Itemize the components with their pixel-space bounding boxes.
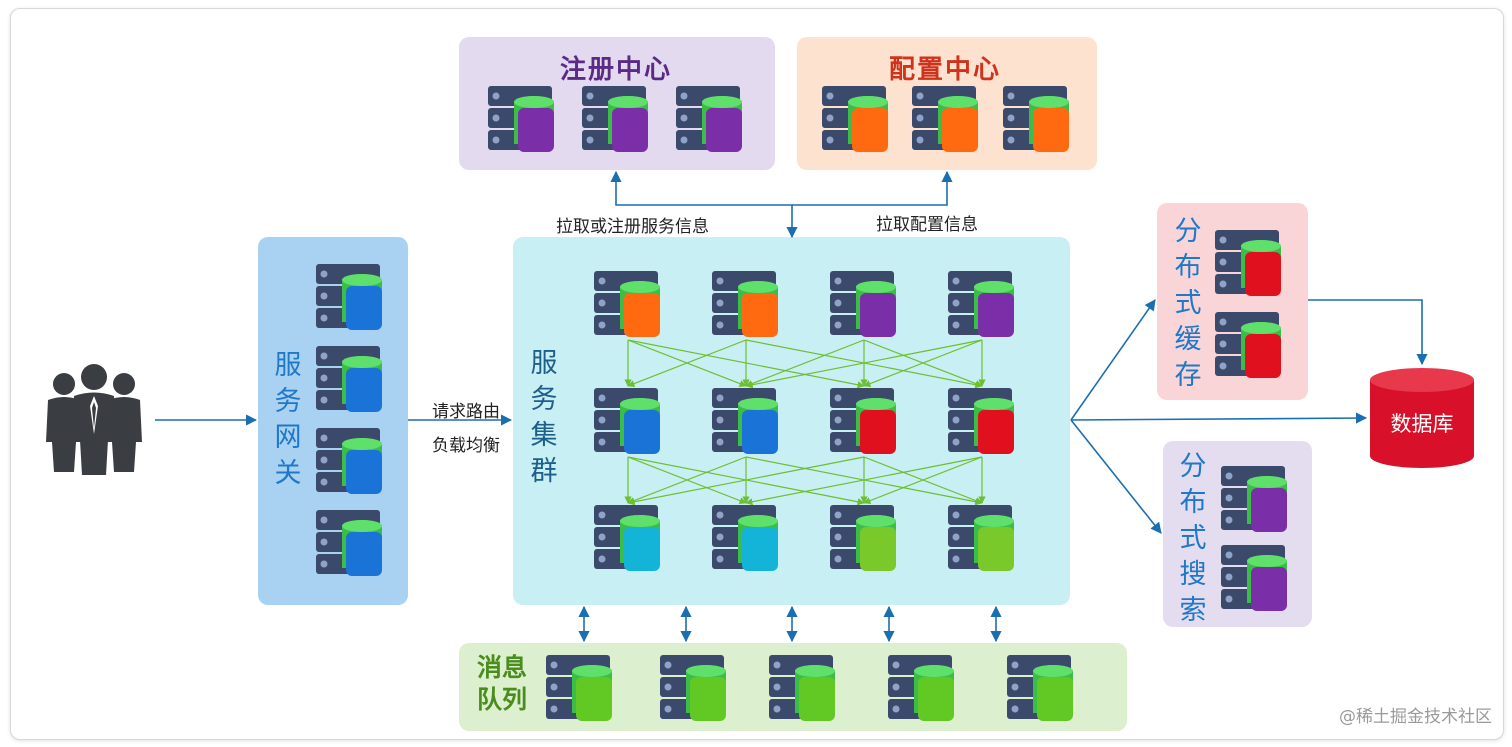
registry-center-title: 注册中心 [560,55,673,85]
distributed-search-title: 分布式搜索 [1179,451,1207,626]
server-icon [660,655,732,723]
server-icon [1221,545,1293,613]
server-icon [948,505,1020,573]
server-icon [912,86,984,154]
message-queue-title: 消息队列 [476,653,527,714]
cluster-mesh-1 [624,339,986,389]
users-icon [46,364,142,475]
server-icon [769,655,841,723]
cluster-registry-arrow [610,170,798,239]
server-icon [316,264,388,332]
server-icon [1221,466,1293,534]
server-icon [712,271,784,339]
server-icon [594,271,666,339]
server-icon [1215,230,1287,298]
distributed-cache-title: 分布式缓存 [1174,216,1202,391]
server-icon [316,510,388,578]
service-cluster-title: 服务集群 [530,348,558,487]
database-icon [1370,368,1474,468]
server-icon [830,388,902,456]
server-icon [546,655,618,723]
database-label: 数据库 [1390,412,1454,436]
cluster-mesh-2 [624,456,986,506]
server-icon [830,505,902,573]
server-icon [888,655,960,723]
pull-config-label: 拉取配置信息 [876,215,978,235]
load-balance-label: 负载均衡 [432,436,500,456]
cluster-config-arrow [792,170,953,206]
server-icon [1215,312,1287,380]
server-icon [1007,655,1079,723]
server-icon [316,346,388,414]
server-icon [676,86,748,154]
cluster-to-cache-arrow [1070,299,1156,421]
server-icon [948,271,1020,339]
server-icon [948,388,1020,456]
server-icon [712,388,784,456]
server-icon [488,86,560,154]
request-route-label: 请求路由 [432,402,500,422]
server-icon [822,86,894,154]
server-icon [594,388,666,456]
server-icon [316,428,388,496]
server-icon [830,271,902,339]
server-icon [712,505,784,573]
watermark: @稀土掘金技术社区 [1339,707,1492,727]
server-icon [1003,86,1075,154]
cache-to-database-arrow [1308,299,1428,366]
cluster-to-database-arrow [1070,412,1368,424]
server-icon [594,505,666,573]
gateway-title: 服务网关 [274,350,302,489]
config-center-title: 配置中心 [889,55,1002,85]
server-icon [582,86,654,154]
cluster-to-search-arrow [1070,419,1162,534]
